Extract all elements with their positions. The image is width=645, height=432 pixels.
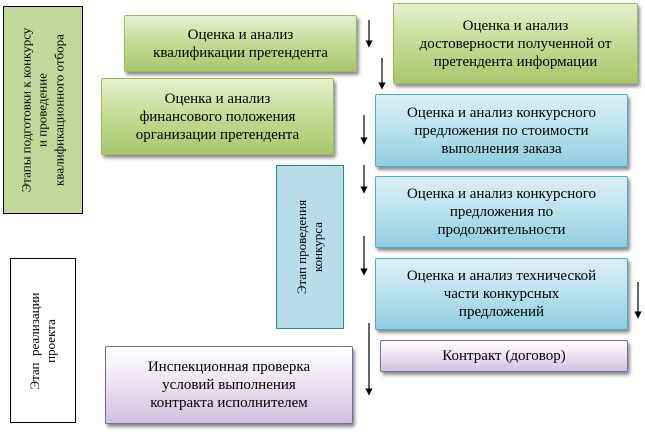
box-duration-text: Оценка и анализ конкурсного предложения …: [406, 186, 597, 238]
box-contract-text: Контракт (договор): [442, 348, 566, 364]
box-inspection: Инспекционная проверка условий выполнени…: [105, 346, 353, 424]
box-technical-text: Оценка и анализ технической части конкур…: [406, 268, 597, 320]
stage-preparation: Этапы подготовки к конкурсу и проведение…: [3, 6, 83, 214]
stage-implementation: Этап реализации проекта: [10, 258, 76, 423]
box-cost: Оценка и анализ конкурсного предложения …: [375, 94, 628, 167]
box-reliability: Оценка и анализ достоверности полученной…: [393, 3, 638, 84]
stage-competition: Этап проведения конкурса: [276, 165, 344, 329]
box-cost-text: Оценка и анализ конкурсного предложения …: [406, 104, 597, 157]
box-financial-text: Оценка и анализ финансового положения ор…: [135, 90, 300, 143]
box-qualification: Оценка и анализ квалификации претендента: [124, 15, 357, 72]
box-duration: Оценка и анализ конкурсного предложения …: [375, 176, 628, 248]
box-financial: Оценка и анализ финансового положения ор…: [101, 78, 334, 155]
box-reliability-text: Оценка и анализ достоверности полученной…: [419, 17, 612, 70]
box-qualification-text: Оценка и анализ квалификации претендента: [153, 26, 328, 61]
box-technical: Оценка и анализ технической части конкур…: [375, 258, 628, 330]
box-inspection-text: Инспекционная проверка условий выполнени…: [147, 359, 311, 411]
box-contract: Контракт (договор): [380, 340, 628, 372]
